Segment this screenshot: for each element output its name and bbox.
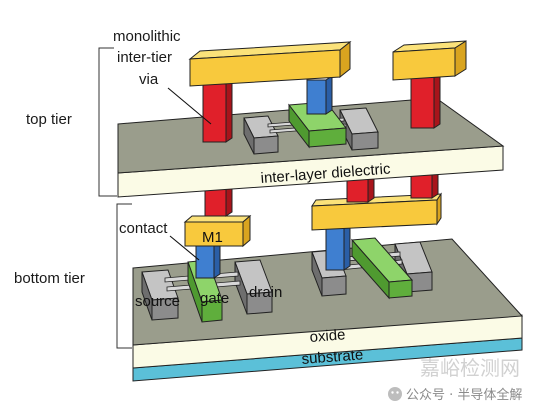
monolithic-via [202, 83, 227, 143]
m1-metal [183, 214, 252, 248]
pointer-lines [167, 87, 212, 261]
top-tier-bracket [98, 47, 117, 197]
label-source: source [135, 293, 180, 310]
label-oxide: oxide [309, 326, 346, 346]
watermark-brand: 嘉峪检测网 [420, 356, 520, 380]
watermark: 嘉峪检测网 公众号 · 半导体全解 [388, 356, 522, 403]
label-via: via [139, 71, 159, 88]
label-contact: contact [119, 220, 168, 237]
label-drain: drain [249, 284, 282, 301]
top-transistor [243, 75, 379, 155]
label-top-tier: top tier [26, 111, 72, 128]
bottom-tier-bracket [116, 203, 132, 349]
tier-brackets [98, 47, 132, 349]
bottom-right-transistor [311, 223, 433, 300]
bottom-left-transistor [141, 235, 273, 323]
inter-tier-vias-upper [202, 71, 441, 143]
contact-pointer [169, 235, 200, 261]
top-metal-bars [188, 40, 467, 87]
bottom-right-metal [311, 192, 442, 231]
via-pointer [167, 87, 212, 125]
label-substrate: substrate [301, 346, 364, 368]
label-inter-tier: inter-tier [117, 49, 172, 66]
label-monolithic: monolithic [113, 28, 181, 45]
label-m1: M1 [202, 229, 223, 246]
watermark-channel: 公众号 · 半导体全解 [406, 387, 522, 403]
label-bottom-tier: bottom tier [14, 270, 85, 287]
wechat-icon [388, 387, 402, 401]
label-gate: gate [200, 290, 229, 307]
